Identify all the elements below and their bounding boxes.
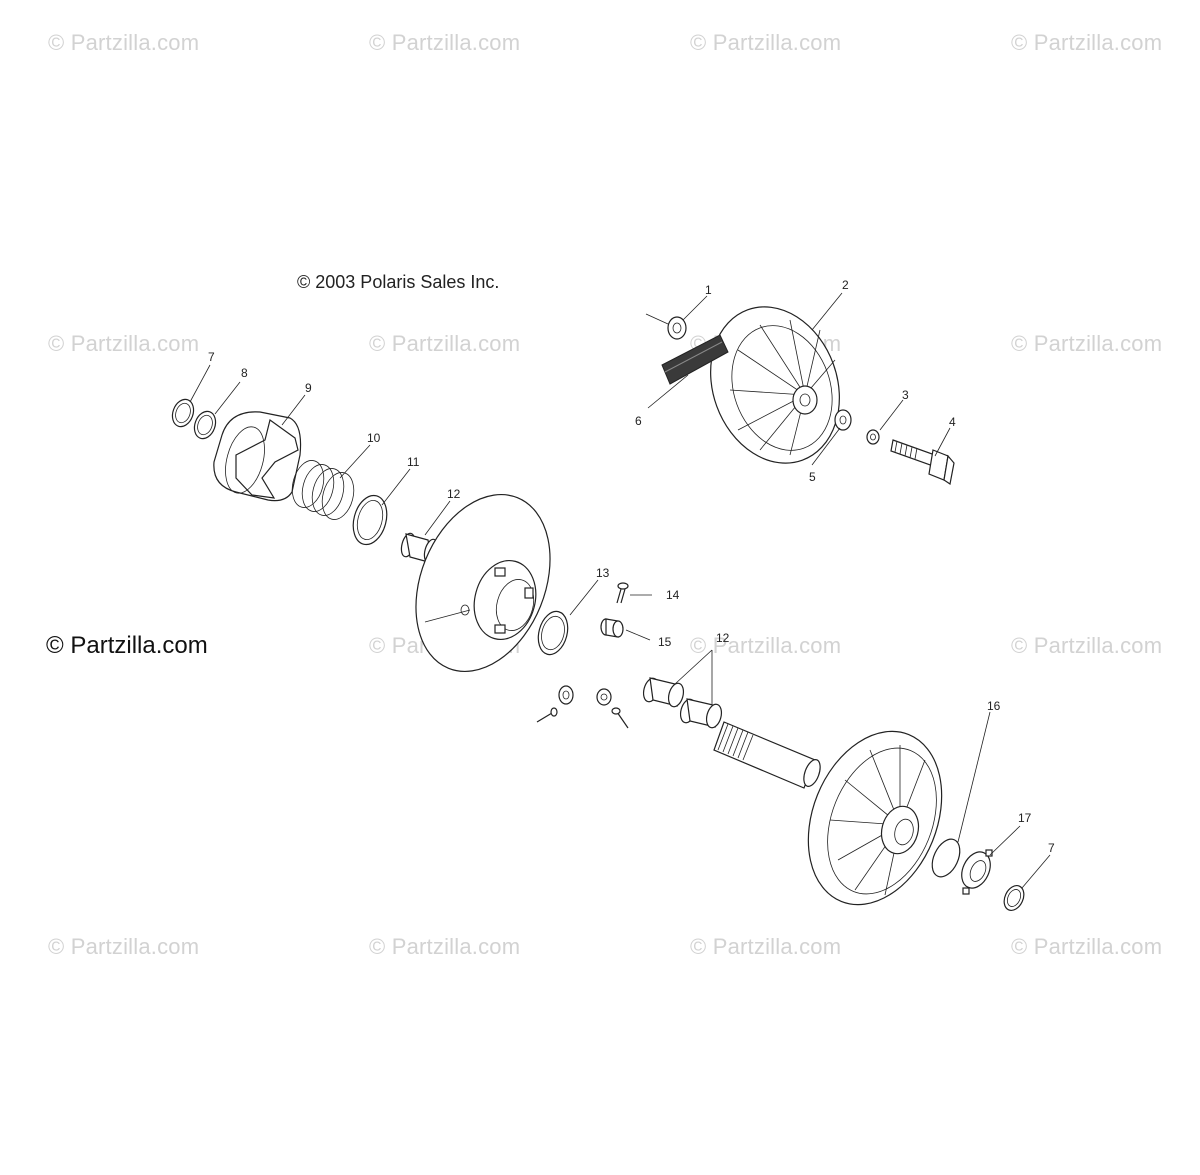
part-16-washer xyxy=(931,838,961,878)
part-17-retainer xyxy=(961,849,993,895)
watermark: © Partzilla.com xyxy=(690,30,842,55)
callout-4: 4 xyxy=(949,415,956,429)
callout-3: 3 xyxy=(902,388,909,402)
callout-2: 2 xyxy=(842,278,849,292)
callout-15: 15 xyxy=(658,635,672,649)
callout-labels: 1 2 3 4 5 6 7 8 9 10 11 12 13 14 15 12 1… xyxy=(208,278,1055,855)
part-13-ring xyxy=(537,610,569,656)
callout-13: 13 xyxy=(596,566,610,580)
drive-clutch-assembly xyxy=(645,306,955,486)
watermark: © Partzilla.com xyxy=(48,30,200,55)
leader-lines xyxy=(189,292,1051,889)
callout-11: 11 xyxy=(407,455,420,469)
moveable-sheave xyxy=(415,493,551,673)
callout-7: 7 xyxy=(208,350,215,364)
driven-clutch-assembly xyxy=(171,398,1025,911)
part-1-washer xyxy=(667,316,687,340)
callout-10: 10 xyxy=(367,431,381,445)
part-4-bolt xyxy=(890,439,955,486)
part-6-drive-belt xyxy=(661,334,729,385)
watermark: © Partzilla.com xyxy=(1011,934,1163,959)
watermark: © Partzilla.com xyxy=(1011,633,1163,658)
part-7-snap-ring xyxy=(171,398,195,428)
part-3-lock-washer xyxy=(866,429,880,445)
callout-16: 16 xyxy=(987,699,1001,713)
part-15-roller xyxy=(600,618,624,638)
copyright-notice: © 2003 Polaris Sales Inc. xyxy=(297,272,500,292)
watermark: © Partzilla.com xyxy=(48,331,200,356)
watermark: © Partzilla.com xyxy=(48,934,200,959)
watermark: © Partzilla.com xyxy=(369,934,521,959)
fixed-sheave xyxy=(807,730,943,906)
part-8-washer xyxy=(193,410,217,440)
watermark: © Partzilla.com xyxy=(1011,331,1163,356)
part-14-screw xyxy=(616,582,629,604)
part-5-washer xyxy=(834,409,852,431)
part-7-snap-ring-lower xyxy=(1003,885,1025,911)
callout-17: 17 xyxy=(1018,811,1032,825)
callout-8: 8 xyxy=(241,366,248,380)
loose-rollers-and-screws xyxy=(536,685,629,729)
callout-9: 9 xyxy=(305,381,312,395)
part-11-ring xyxy=(352,494,388,546)
watermark: © Partzilla.com xyxy=(690,934,842,959)
watermark: © Partzilla.com xyxy=(369,30,521,55)
part-2-sheave xyxy=(710,306,840,464)
watermark: © Partzilla.com xyxy=(1011,30,1163,55)
watermark: © Partzilla.com xyxy=(369,331,521,356)
callout-1: 1 xyxy=(705,283,712,297)
callout-12-lower: 12 xyxy=(716,631,730,645)
callout-12: 12 xyxy=(447,487,461,501)
callout-14: 14 xyxy=(666,588,680,602)
part-9-helix-cam xyxy=(213,411,302,502)
site-watermark: © Partzilla.com xyxy=(46,632,208,659)
watermark: © Partzilla.com xyxy=(690,633,842,658)
callout-5: 5 xyxy=(809,470,816,484)
part-12-bushings-pair xyxy=(642,677,723,729)
callout-7-lower: 7 xyxy=(1048,841,1055,855)
callout-6: 6 xyxy=(635,414,642,428)
driven-shaft xyxy=(713,721,821,789)
